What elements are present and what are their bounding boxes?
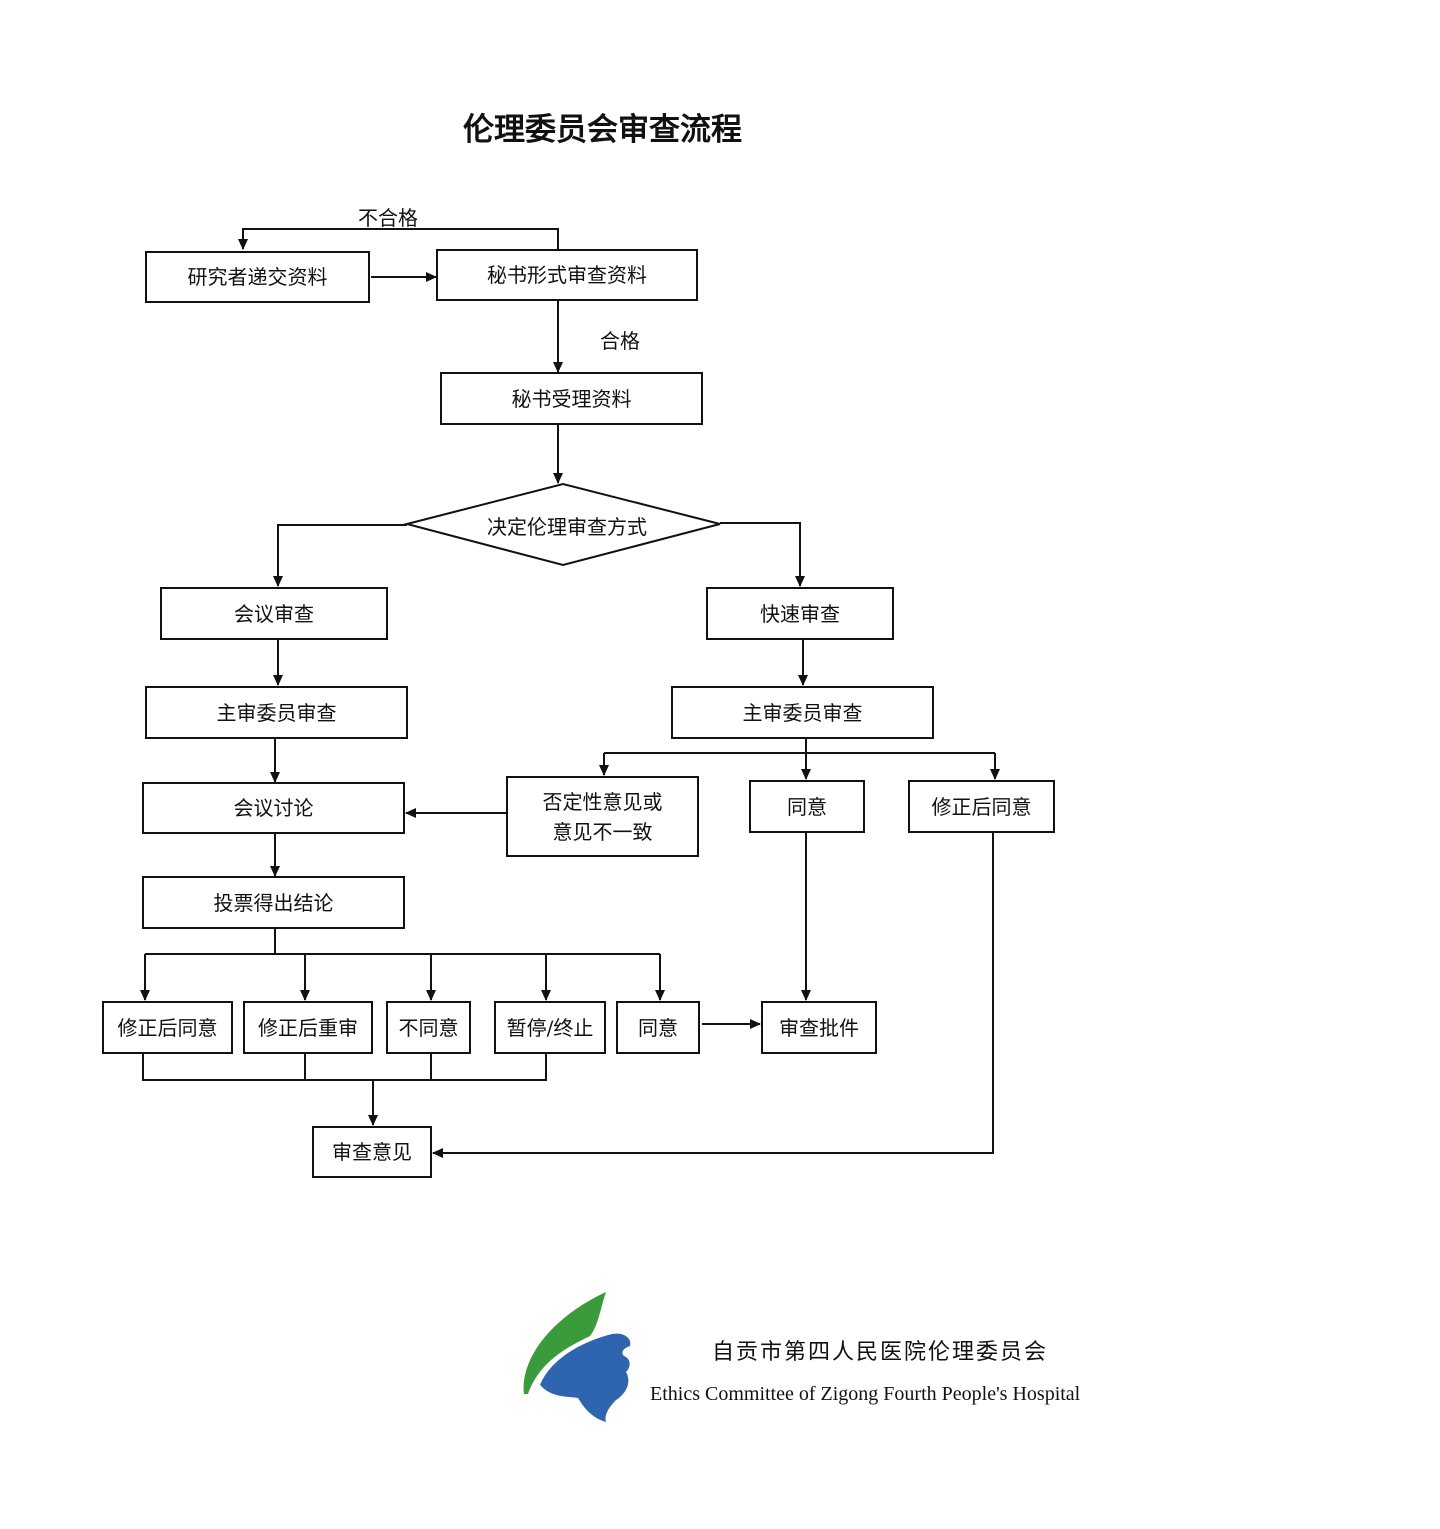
node-suspend: 暂停/终止 xyxy=(494,1001,606,1054)
edge-label-qualified: 合格 xyxy=(600,329,640,353)
node-meeting-discussion: 会议讨论 xyxy=(142,782,405,834)
node-main-reviewer-left: 主审委员审查 xyxy=(145,686,408,739)
org-name-cn: 自贡市第四人民医院伦理委员会 xyxy=(712,1340,1049,1365)
page-title: 伦理委员会审查流程 xyxy=(463,112,742,148)
node-decide-label: 决定伦理审查方式 xyxy=(487,515,647,539)
edge-unqualified-loop xyxy=(238,228,559,250)
node-agree-right: 同意 xyxy=(749,780,865,833)
node-agree-after-mod: 修正后同意 xyxy=(102,1001,233,1054)
node-negative: 否定性意见或意见不一致 xyxy=(506,776,699,857)
edge-collect xyxy=(142,1053,547,1081)
edge-decide-fast xyxy=(720,522,805,587)
edge-mod-right-opinion xyxy=(432,833,994,1158)
edge-label-unqualified: 不合格 xyxy=(358,206,418,230)
node-approval: 审查批件 xyxy=(761,1001,877,1054)
org-name-en: Ethics Committee of Zigong Fourth People… xyxy=(650,1383,1081,1405)
node-re-review-after-mod: 修正后重审 xyxy=(243,1001,373,1054)
node-formal-review: 秘书形式审查资料 xyxy=(436,249,698,301)
edge-decide-meeting xyxy=(273,524,407,587)
node-accept: 秘书受理资料 xyxy=(440,372,703,425)
node-disagree: 不同意 xyxy=(386,1001,471,1054)
node-fast-review: 快速审查 xyxy=(706,587,894,640)
node-meeting-review: 会议审查 xyxy=(160,587,388,640)
hospital-logo-icon xyxy=(523,1292,631,1422)
node-agree-bottom: 同意 xyxy=(616,1001,700,1054)
node-main-reviewer-right: 主审委员审查 xyxy=(671,686,934,739)
node-submit: 研究者递交资料 xyxy=(145,251,370,303)
node-opinion: 审查意见 xyxy=(312,1126,432,1178)
node-agree-after-mod-right: 修正后同意 xyxy=(908,780,1055,833)
node-vote: 投票得出结论 xyxy=(142,876,405,929)
